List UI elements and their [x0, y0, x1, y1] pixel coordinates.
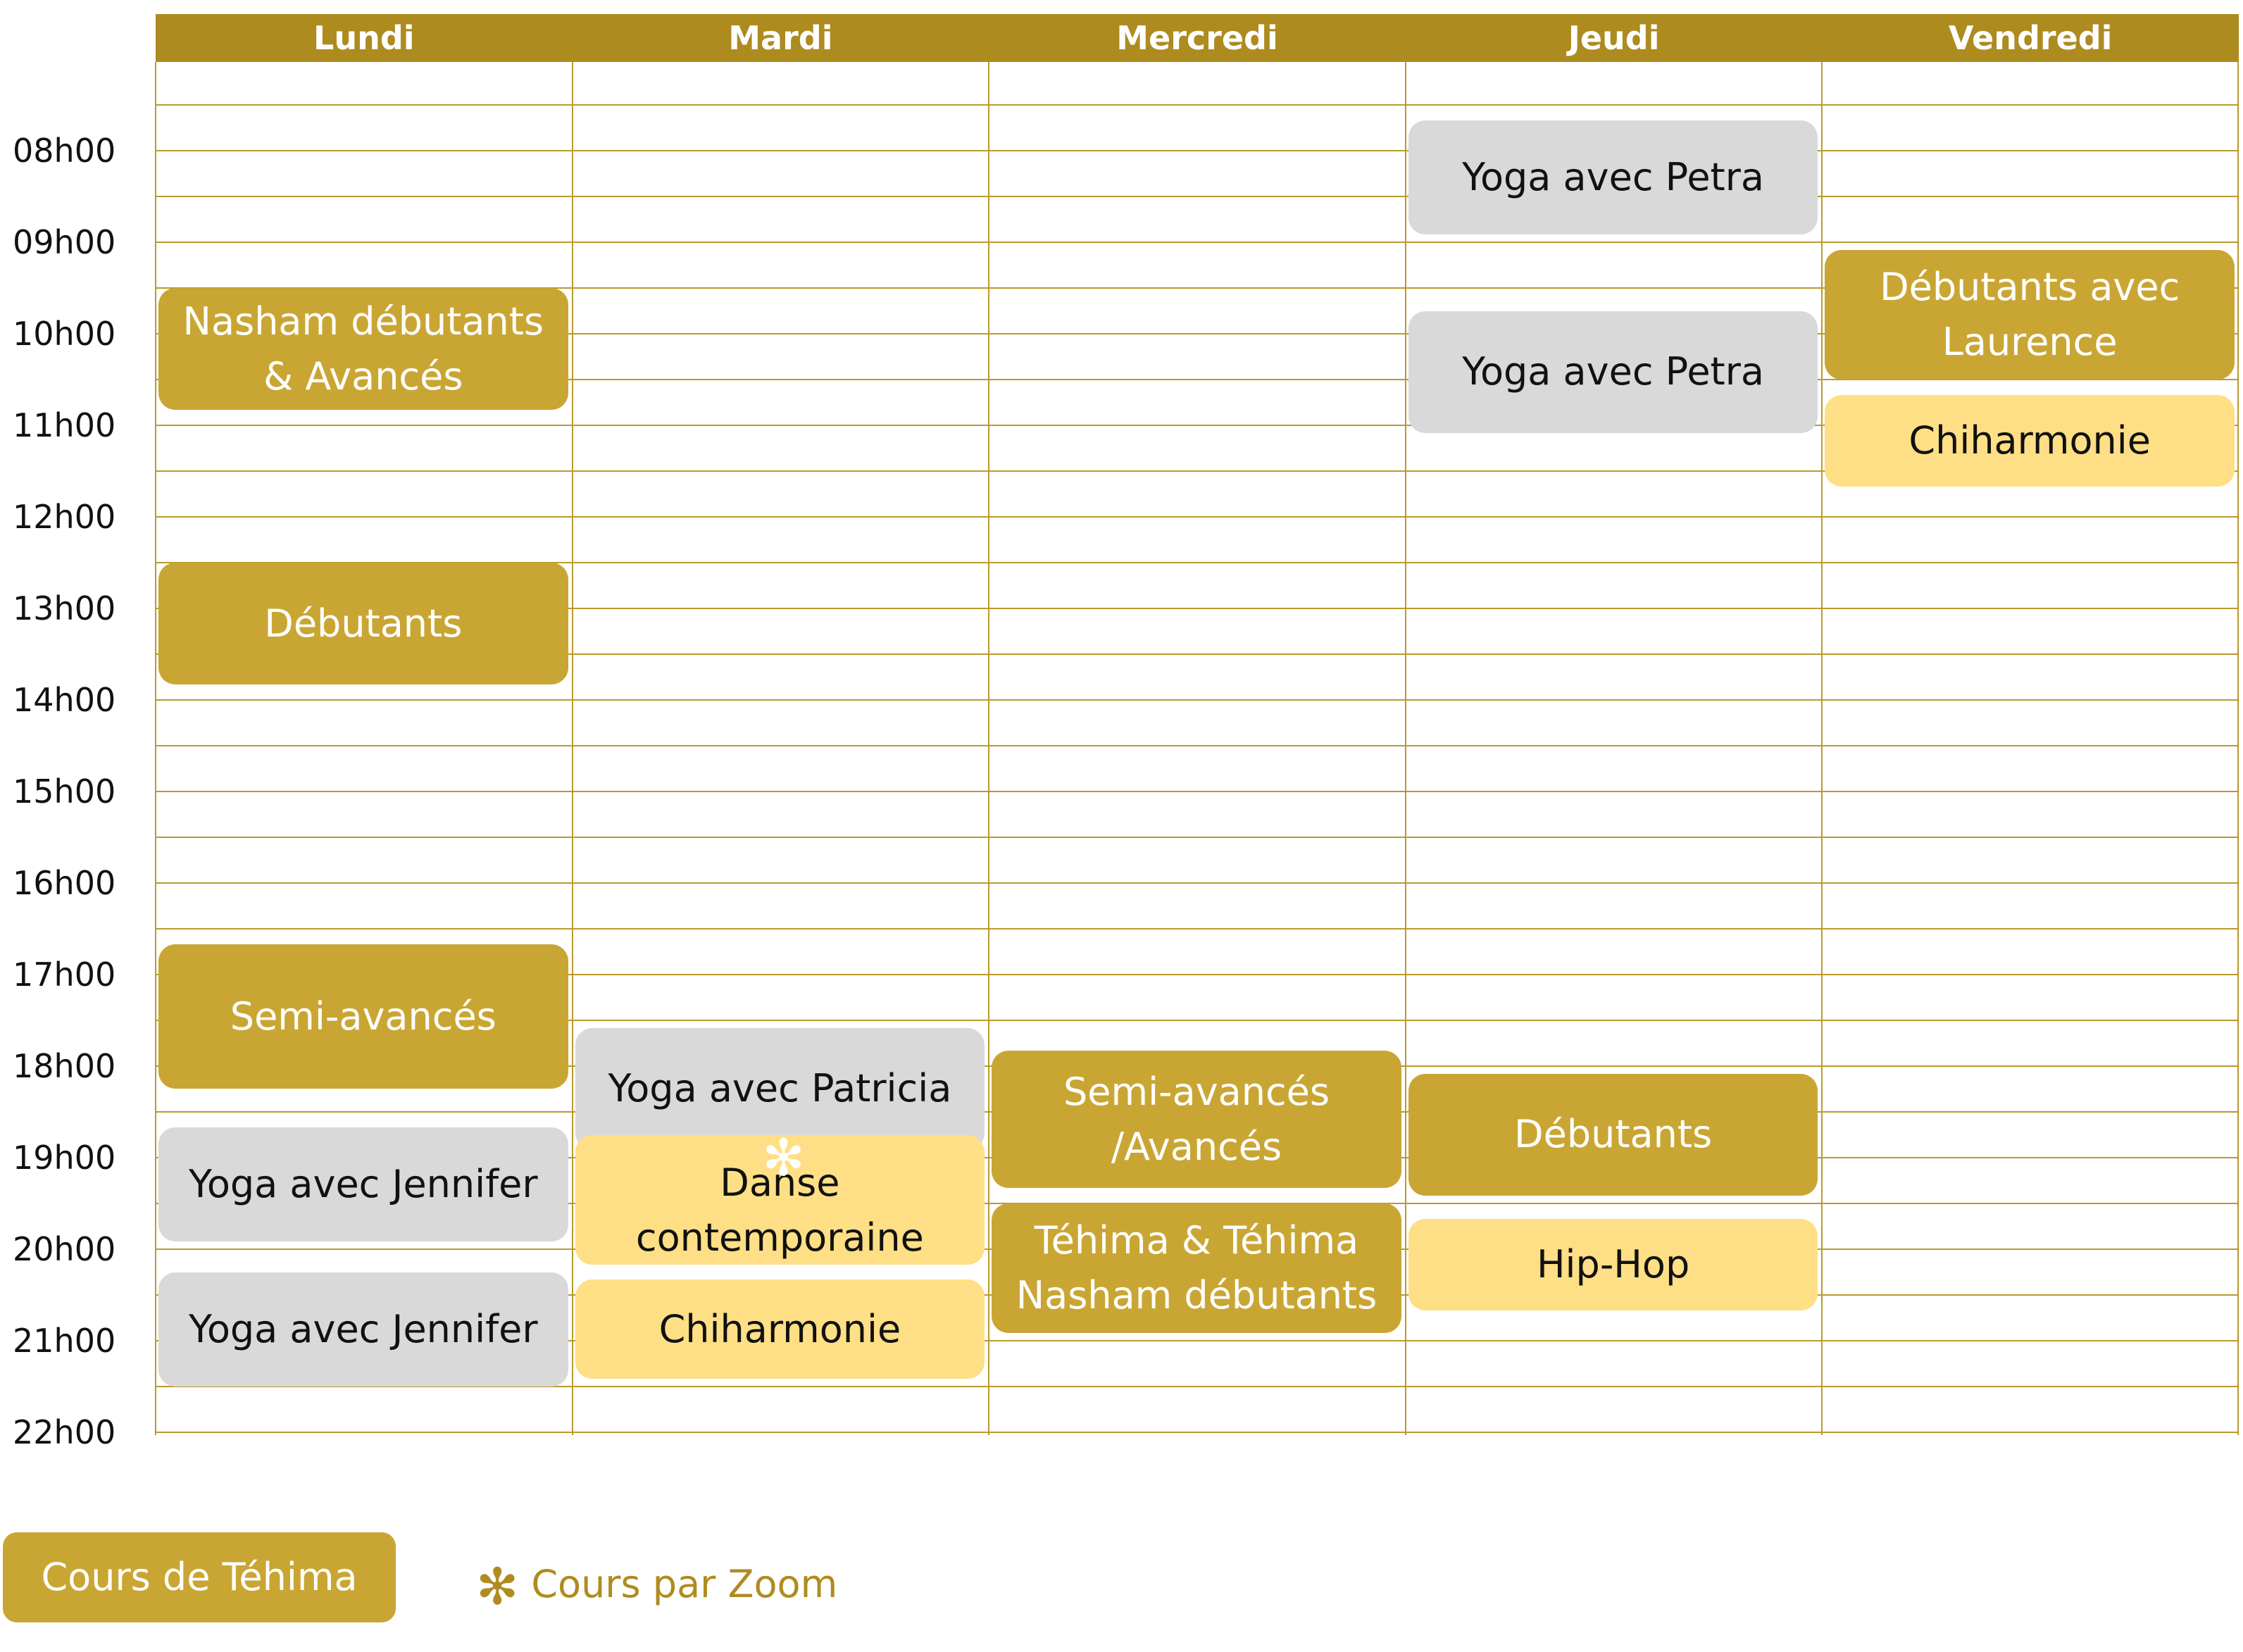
grid-row-line: [156, 333, 2239, 334]
time-label-09h00: 09h00: [13, 223, 116, 261]
event-vendredi-chiharmonie[interactable]: Chiharmonie: [1825, 394, 2235, 487]
time-label-11h00: 11h00: [13, 406, 116, 444]
grid-row-line: [156, 425, 2239, 426]
time-label-12h00: 12h00: [13, 498, 116, 536]
time-label-21h00: 21h00: [13, 1322, 116, 1360]
day-header-mardi: Mardi: [728, 19, 833, 57]
grid-row-line: [156, 104, 2239, 106]
time-label-20h00: 20h00: [13, 1230, 116, 1268]
day-header-jeudi: Jeudi: [1568, 19, 1660, 57]
event-mercredi-tehima-tehima-nasham-debutants[interactable]: Téhima & Téhima Nasham débutants: [992, 1203, 1401, 1334]
event-label: Yoga avec Petra: [1462, 349, 1765, 394]
event-label: Chiharmonie: [658, 1306, 901, 1351]
event-jeudi-yoga-avec-petra[interactable]: Yoga avec Petra: [1408, 311, 1818, 433]
event-label: Chiharmonie: [1908, 418, 2151, 463]
grid-row-line: [156, 974, 2239, 975]
day-header-lundi: Lundi: [313, 19, 415, 57]
day-header-bar: [156, 14, 2239, 62]
event-mardi-yoga-avec-patricia[interactable]: Yoga avec Patricia: [575, 1027, 985, 1151]
event-label: Yoga avec Jennifer: [189, 1306, 538, 1351]
time-label-17h00: 17h00: [13, 956, 116, 994]
grid-row-line: [156, 470, 2239, 472]
legend-tehima: Cours de Téhima: [3, 1532, 396, 1622]
zoom-asterisk-icon: ✻: [762, 1127, 805, 1187]
event-mardi-chiharmonie[interactable]: Chiharmonie: [575, 1279, 985, 1379]
legend-zoom-label: Cours par Zoom: [531, 1562, 838, 1606]
grid-row-line: [156, 745, 2239, 746]
time-label-19h00: 19h00: [13, 1139, 116, 1177]
event-jeudi-yoga-avec-petra[interactable]: Yoga avec Petra: [1408, 120, 1818, 235]
event-lundi-semi-avances[interactable]: Semi-avancés: [158, 944, 568, 1089]
event-lundi-nasham-debutants-avances[interactable]: Nasham débutants & Avancés: [158, 288, 568, 411]
event-label: Semi-avancés /Avancés: [1063, 1069, 1330, 1169]
time-label-08h00: 08h00: [13, 132, 116, 170]
grid-row-line: [156, 516, 2239, 518]
event-label: Yoga avec Patricia: [608, 1066, 952, 1111]
event-jeudi-hip-hop[interactable]: Hip-Hop: [1408, 1218, 1818, 1310]
grid-column-line: [1404, 62, 1406, 1435]
event-label: Danse contemporaine: [635, 1160, 924, 1260]
event-mercredi-semi-avances-avances[interactable]: Semi-avancés /Avancés: [992, 1051, 1401, 1189]
grid-row-line: [156, 242, 2239, 243]
grid-row-line: [156, 699, 2239, 701]
grid-row-line: [156, 1340, 2239, 1341]
grid-column-line: [988, 62, 990, 1435]
time-label-15h00: 15h00: [13, 772, 116, 811]
event-vendredi-debutants-avec-laurence[interactable]: Débutants avec Laurence: [1825, 249, 2235, 380]
grid-row-line: [156, 791, 2239, 792]
event-label: Yoga avec Jennifer: [189, 1161, 538, 1206]
event-label: Yoga avec Petra: [1462, 154, 1765, 199]
grid-row-line: [156, 379, 2239, 380]
grid-row-line: [156, 928, 2239, 930]
grid-row-line: [156, 653, 2239, 655]
grid-column-line: [1821, 62, 1823, 1435]
grid-row-line: [156, 1386, 2239, 1387]
event-lundi-yoga-avec-jennifer[interactable]: Yoga avec Jennifer: [158, 1272, 568, 1387]
event-label: Téhima & Téhima Nasham débutants: [1016, 1218, 1377, 1318]
time-label-10h00: 10h00: [13, 315, 116, 353]
time-label-18h00: 18h00: [13, 1047, 116, 1085]
event-label: Hip-Hop: [1536, 1241, 1690, 1287]
time-label-22h00: 22h00: [13, 1413, 116, 1451]
event-label: Débutants: [1514, 1112, 1713, 1157]
event-label: Nasham débutants & Avancés: [182, 299, 544, 399]
legend-tehima-label: Cours de Téhima: [41, 1555, 358, 1599]
day-header-vendredi: Vendredi: [1948, 19, 2113, 57]
grid-row-line: [156, 196, 2239, 197]
zoom-asterisk-icon: ✻: [476, 1557, 519, 1617]
grid-row-line: [156, 287, 2239, 289]
grid-row-line: [156, 1020, 2239, 1021]
grid-column-line: [571, 62, 573, 1435]
event-label: Semi-avancés: [230, 994, 496, 1039]
day-header-mercredi: Mercredi: [1116, 19, 1278, 57]
event-mardi-danse-contemporaine[interactable]: Danse contemporaine✻: [575, 1127, 985, 1265]
legend-zoom: ✻ Cours par Zoom: [476, 1556, 838, 1617]
grid-row-line: [156, 837, 2239, 838]
grid-row-line: [156, 150, 2239, 151]
grid-row-line: [156, 608, 2239, 609]
grid-column-line: [2237, 62, 2239, 1435]
time-label-13h00: 13h00: [13, 589, 116, 627]
event-lundi-debutants[interactable]: Débutants: [158, 563, 568, 685]
grid-row-line: [156, 882, 2239, 884]
time-label-14h00: 14h00: [13, 681, 116, 719]
time-label-16h00: 16h00: [13, 864, 116, 902]
event-jeudi-debutants[interactable]: Débutants: [1408, 1073, 1818, 1196]
event-lundi-yoga-avec-jennifer[interactable]: Yoga avec Jennifer: [158, 1127, 568, 1242]
grid-row-line: [156, 1432, 2239, 1433]
event-label: Débutants avec Laurence: [1880, 264, 2180, 364]
grid-row-line: [156, 562, 2239, 563]
grid-column-line: [155, 62, 156, 1435]
event-label: Débutants: [264, 601, 463, 646]
